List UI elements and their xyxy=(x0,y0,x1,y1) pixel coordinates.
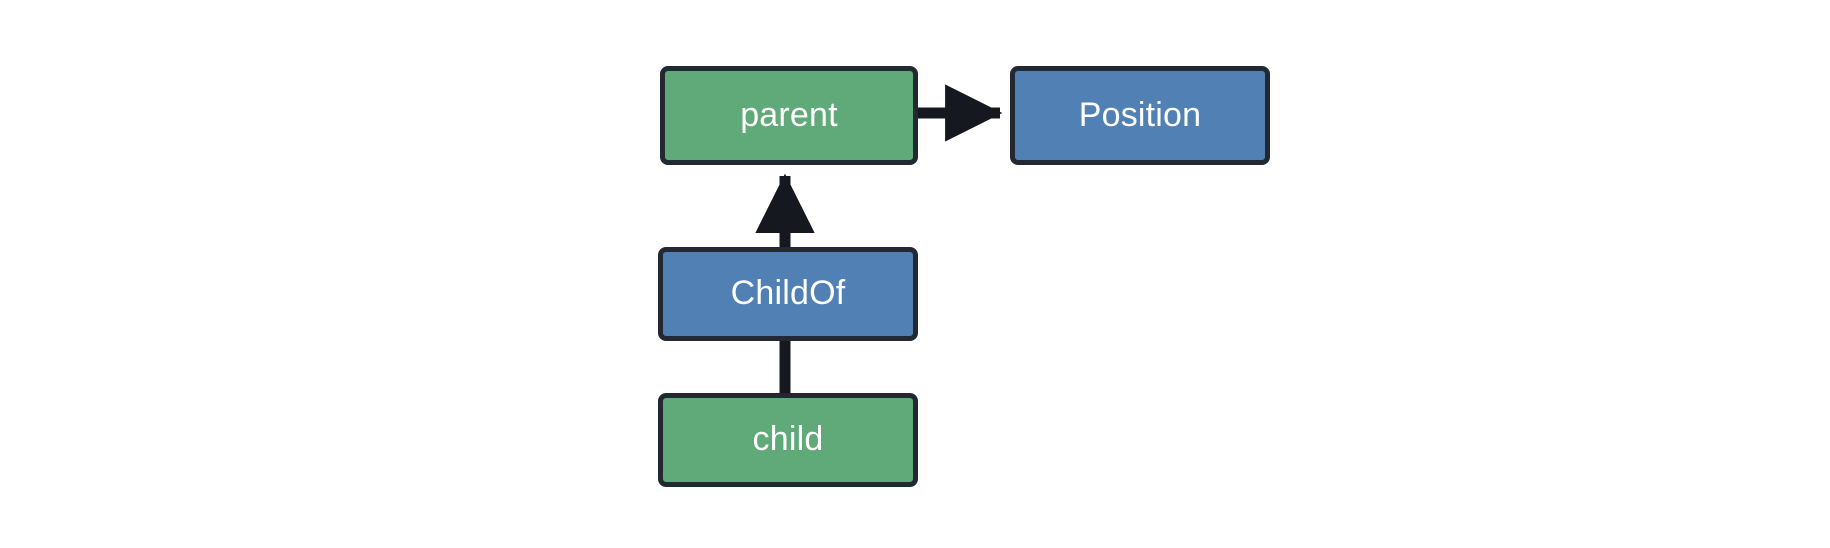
node-parent[interactable]: parent xyxy=(660,66,918,165)
node-childof-label: ChildOf xyxy=(730,274,846,312)
node-position-label: Position xyxy=(1078,95,1202,134)
node-childof[interactable]: ChildOf xyxy=(658,247,918,341)
node-position[interactable]: Position xyxy=(1010,66,1270,165)
node-child[interactable]: child xyxy=(658,393,918,487)
node-child-label: child xyxy=(752,420,824,458)
node-parent-label: parent xyxy=(740,95,838,134)
